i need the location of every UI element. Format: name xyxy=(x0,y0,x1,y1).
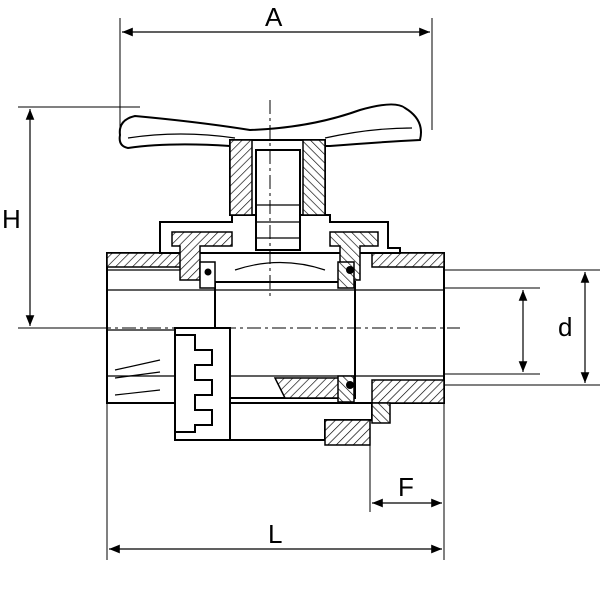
union-nut-bottom xyxy=(324,419,371,446)
handle-rib-left xyxy=(127,133,236,139)
stem xyxy=(255,149,301,251)
hub-right-wall xyxy=(302,139,326,216)
handle-rib-right xyxy=(324,127,413,139)
right-seat-top xyxy=(337,261,355,289)
stem-and-handle xyxy=(118,103,422,251)
union-nut-side xyxy=(371,402,391,424)
left-socket-marks xyxy=(114,359,161,396)
label-a: A xyxy=(265,2,283,32)
left-top-wall xyxy=(106,252,188,268)
o-ring-top xyxy=(346,266,354,274)
dimension-lines xyxy=(25,27,590,554)
ball xyxy=(199,261,356,403)
right-bottom-wall xyxy=(371,379,445,404)
ball-lower-section xyxy=(273,377,341,399)
left-union-nut xyxy=(107,327,231,441)
o-ring-left xyxy=(204,268,212,276)
right-top-wall xyxy=(371,252,445,268)
hub-left-wall xyxy=(229,139,253,216)
label-l: L xyxy=(268,519,282,549)
label-h: H xyxy=(2,204,21,234)
o-ring-bottom xyxy=(346,381,354,389)
extension-lines xyxy=(18,18,600,560)
union-nut-teeth xyxy=(174,334,213,433)
right-seat-bottom xyxy=(337,375,355,403)
handle[interactable] xyxy=(118,103,422,150)
label-f: F xyxy=(398,472,414,502)
ball-top-curve xyxy=(234,261,326,271)
label-d: d xyxy=(558,312,572,342)
